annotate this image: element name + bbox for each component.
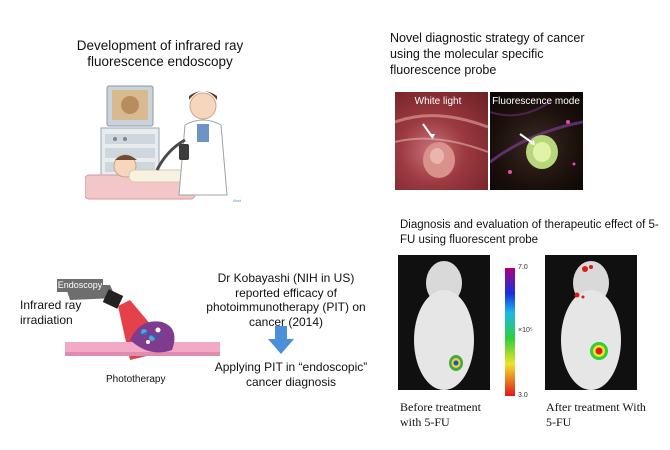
pit-diagram bbox=[65, 285, 220, 360]
endoscopy-title: Development of infrared ray fluorescence… bbox=[76, 38, 244, 69]
fluorescence-label: Fluorescence mode bbox=[492, 96, 580, 107]
doctor-illustration-icon: illust bbox=[155, 91, 242, 203]
white-light-photo bbox=[395, 92, 488, 190]
fluorescence-tissue-image bbox=[490, 101, 583, 174]
fluorescence-photo bbox=[490, 92, 583, 190]
5fu-title: Diagnosis and evaluation of therapeutic … bbox=[400, 219, 659, 246]
mouse-before-icon bbox=[414, 261, 474, 390]
kobayashi-report-text: Dr Kobayashi (NIH in US) reported effica… bbox=[206, 271, 366, 329]
mouse-after-icon bbox=[561, 261, 621, 390]
mouse-after-image bbox=[545, 255, 637, 390]
applying-pit-text: Applying PIT in “endoscopic” cancer diag… bbox=[214, 360, 368, 389]
scale-max-label: 7.0 bbox=[518, 264, 528, 271]
scale-unit-label: ×10⁵ bbox=[518, 327, 533, 334]
down-arrow-icon bbox=[268, 326, 294, 354]
white-light-label: White light bbox=[414, 96, 462, 107]
mouse-before-image bbox=[398, 255, 490, 390]
phototherapy-label: Phototherapy bbox=[106, 374, 166, 385]
patient-illustration bbox=[85, 154, 196, 200]
endoscopy-label: Endoscopy bbox=[57, 279, 103, 292]
before-treatment-caption: Before treatment with 5-FU bbox=[400, 400, 481, 429]
endoscopy-illustration: illust bbox=[85, 85, 242, 203]
after-treatment-caption: After treatment With 5-FU bbox=[546, 400, 646, 429]
svg-text:illust: illust bbox=[233, 198, 242, 203]
probe-title: Novel diagnostic strategy of cancer usin… bbox=[390, 31, 585, 77]
endoscope-tip-icon bbox=[102, 289, 124, 309]
scale-min-label: 3.0 bbox=[518, 392, 528, 399]
white-light-tissue-image bbox=[395, 114, 488, 178]
fluorescence-color-scale bbox=[505, 268, 515, 396]
infrared-irradiation-label: Infrared ray irradiation bbox=[20, 298, 82, 327]
